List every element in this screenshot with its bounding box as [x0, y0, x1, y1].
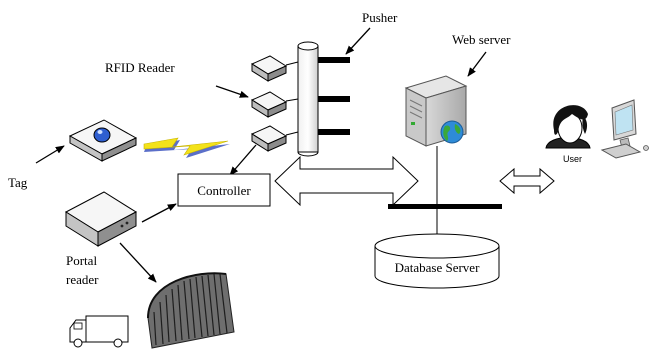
network-user-double-arrow — [499, 167, 555, 195]
rfid-reader-device — [250, 91, 288, 118]
portal-reader-label-line2: reader — [66, 272, 99, 287]
controller-network-double-arrow — [274, 155, 419, 207]
database-server-cylinder: Database Server — [374, 233, 500, 289]
pusher-label: Pusher — [362, 10, 398, 25]
truck-icon — [69, 315, 129, 348]
portal-to-gate-arrow — [119, 242, 157, 283]
reader-to-controller-arrow — [229, 144, 257, 176]
controller-box: Controller — [177, 173, 271, 207]
wireless-signal-icon — [143, 137, 230, 158]
tag-label: Tag — [8, 175, 28, 190]
network-bus — [388, 204, 502, 209]
reader-connector — [285, 131, 299, 136]
gate-icon — [147, 272, 235, 349]
user-label: User — [563, 154, 582, 164]
rfid-reader-arrow — [215, 85, 249, 98]
portal-to-controller-arrow — [141, 203, 177, 223]
web-server-icon — [404, 75, 468, 147]
rfid-reader-device — [250, 55, 288, 82]
web-server-label: Web server — [452, 32, 511, 47]
tag-arrow — [35, 145, 65, 164]
user-avatar-icon — [545, 105, 591, 149]
tag-device — [68, 119, 138, 162]
computer-icon — [600, 99, 649, 159]
reader-connector — [285, 61, 299, 66]
pusher-bars — [318, 57, 350, 135]
reader-connector — [285, 98, 299, 102]
controller-label: Controller — [197, 183, 251, 198]
portal-reader-device — [64, 191, 138, 247]
database-server-label: Database Server — [395, 260, 480, 275]
pusher-pole — [297, 41, 319, 157]
portal-reader-label-line1: Portal — [66, 253, 97, 268]
rfid-reader-device — [250, 125, 288, 152]
rfid-reader-label: RFID Reader — [105, 60, 175, 75]
pusher-arrow — [345, 27, 371, 55]
web-server-arrow — [467, 51, 487, 77]
